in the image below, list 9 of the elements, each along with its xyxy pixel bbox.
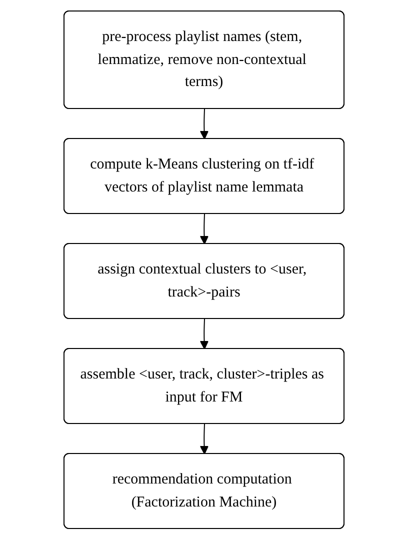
- arrow: [199, 423, 208, 454]
- node-text: recommendation computation (Factorization Machine): [112, 471, 292, 510]
- arrow: [199, 318, 208, 350]
- node-text: assemble <user, track, cluster>-triples as input for FM: [80, 366, 324, 405]
- node-text: assign contextual clusters to <user, track>-pairs: [97, 261, 306, 300]
- arrow: [199, 108, 208, 140]
- arrow: [199, 213, 208, 244]
- node-text: pre-process playlist names (stem, lemmatize, remove non-contextual terms): [97, 28, 306, 90]
- node-text: compute k-Means clustering on tf-idf vectors of playlist name lemmata: [90, 156, 314, 195]
